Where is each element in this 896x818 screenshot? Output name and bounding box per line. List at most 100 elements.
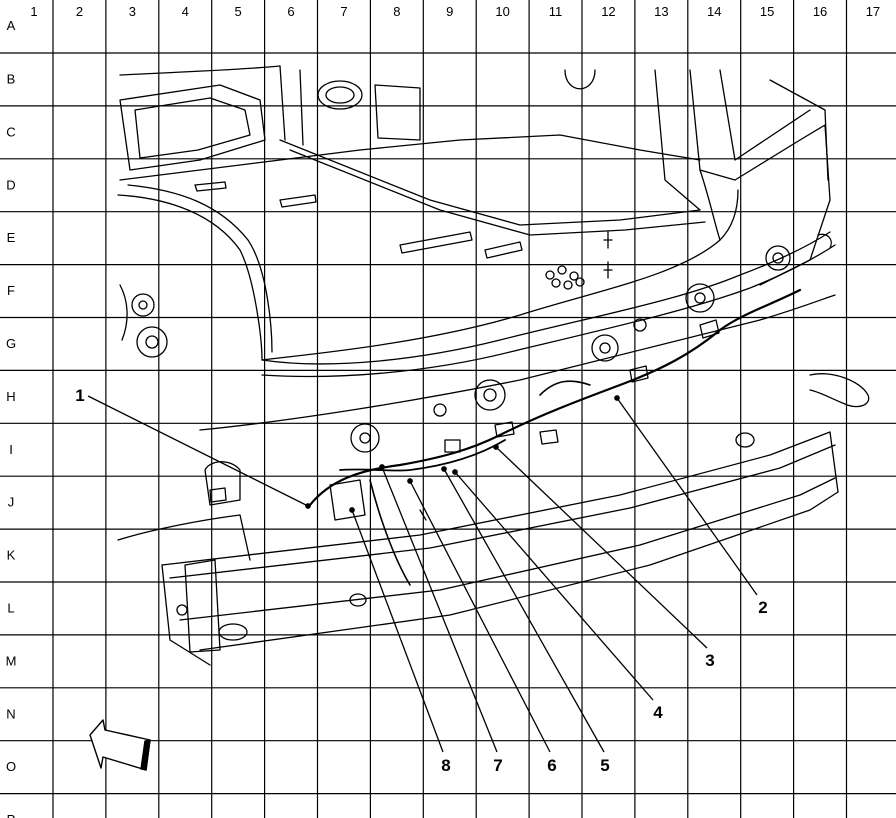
sill-hole-1-inner (483, 388, 497, 402)
floor-circle-c (569, 271, 579, 281)
callout-6: 6 (547, 756, 556, 775)
floor-oval-1 (317, 80, 363, 110)
leader-1 (87, 395, 309, 507)
grid-column-label: 16 (813, 4, 827, 19)
harness-clip-4 (629, 365, 649, 383)
rear-panel-ridge (279, 65, 304, 146)
grid-row-label: E (7, 230, 16, 245)
rear-sill-low (199, 294, 836, 431)
grid-column-label: 2 (76, 4, 83, 19)
sill-hole-1 (474, 379, 506, 411)
leader-5-dot (441, 466, 447, 472)
grid-column-label: 12 (601, 4, 615, 19)
floor-slot-3 (484, 241, 523, 259)
grid-column-label: 15 (760, 4, 774, 19)
grid-column-label: 4 (182, 4, 189, 19)
callout-5: 5 (600, 756, 609, 775)
left-circle-2-inner (145, 335, 159, 349)
bumper-hole-left (218, 623, 248, 641)
floor-rect-1 (374, 84, 421, 141)
wiring-branch-down (369, 479, 411, 586)
grid-row-label: J (8, 495, 15, 510)
grid-column-label: 9 (446, 4, 453, 19)
left-circle-2 (136, 326, 168, 358)
left-circle-1-inner (138, 300, 148, 310)
grid-column-label: 8 (393, 4, 400, 19)
sill-hole-4 (765, 245, 791, 271)
floor-seam-2 (289, 149, 706, 236)
leader-5 (443, 468, 605, 753)
left-lower-panel (117, 514, 251, 561)
bumper-right-end (829, 431, 839, 493)
floor-circle-b (557, 265, 567, 275)
wiring-branch-up (539, 380, 591, 396)
grid-row-label: H (6, 389, 15, 404)
bumper-left-flange (184, 559, 221, 653)
trunk-floor-inner (127, 184, 273, 353)
floor-circle-f (575, 277, 585, 287)
callout-4: 4 (653, 703, 663, 722)
bolt-e-1 (603, 231, 613, 249)
bumper-hole-right (735, 432, 755, 448)
grid-row-label: I (9, 442, 13, 457)
leader-6-dot (407, 478, 413, 484)
right-pillar (654, 69, 829, 211)
leader-3 (495, 446, 708, 649)
sill-hole-3-inner (694, 292, 706, 304)
leader-2-dot (614, 395, 620, 401)
grid-row-label: G (6, 336, 16, 351)
callout-leaders (87, 395, 758, 753)
leader-1-dot (305, 503, 311, 509)
leader-8-dot (349, 507, 355, 513)
callout-7: 7 (493, 756, 502, 775)
callout-8: 8 (441, 756, 450, 775)
grid-column-label: 6 (287, 4, 294, 19)
bumper-left-end (161, 564, 211, 666)
callout-1: 1 (75, 386, 84, 405)
grid-row-label: D (6, 177, 15, 192)
grid-row-label: A (7, 18, 16, 33)
floor-u-mark (564, 69, 596, 90)
grid-row-label: K (7, 548, 16, 563)
callout-2: 2 (758, 598, 767, 617)
leader-6 (409, 480, 551, 753)
sill-hole-3 (685, 283, 715, 313)
bumper-hole-mid (349, 593, 367, 607)
leader-2 (616, 397, 758, 596)
grid-column-label: 17 (866, 4, 880, 19)
grid-column-label: 14 (707, 4, 721, 19)
grid-row-label: C (6, 124, 15, 139)
harness-connector-8 (329, 479, 366, 521)
left-lamp-area (204, 461, 241, 506)
grid-row-label: L (7, 600, 14, 615)
left-lamp-box (209, 487, 227, 503)
grid-column-label: 11 (549, 4, 563, 19)
callout-labels: 1 2 3 4 5 6 7 8 (75, 386, 767, 775)
leader-7 (381, 466, 498, 753)
sill-hole-2-inner (599, 342, 611, 354)
leader-8 (351, 509, 444, 753)
sill-hole-2 (591, 334, 619, 362)
harness-clip-1 (444, 439, 461, 453)
leader-7-dot (379, 464, 385, 470)
floor-circle-e (563, 280, 573, 290)
leader-4-dot (452, 469, 458, 475)
grid-column-label: 1 (30, 4, 37, 19)
left-circle-1 (131, 293, 155, 317)
sill-hole-7 (633, 318, 647, 332)
trunk-floor-outline (117, 189, 739, 361)
sill-hole-4-inner (772, 252, 784, 264)
forward-arrow-icon (89, 719, 151, 771)
grid-row-label: P (7, 812, 16, 818)
floor-slot-4 (194, 181, 227, 192)
left-wall-top (119, 65, 281, 76)
grid-column-label: 3 (129, 4, 136, 19)
floor-circle-a (545, 270, 555, 280)
harness-clip-5 (699, 319, 720, 339)
floor-slot-2 (279, 194, 317, 208)
sill-hole-5 (350, 423, 380, 453)
right-pillar-inner (699, 169, 721, 241)
floor-slot-1 (399, 231, 473, 254)
sill-hole-5-inner (359, 432, 371, 444)
